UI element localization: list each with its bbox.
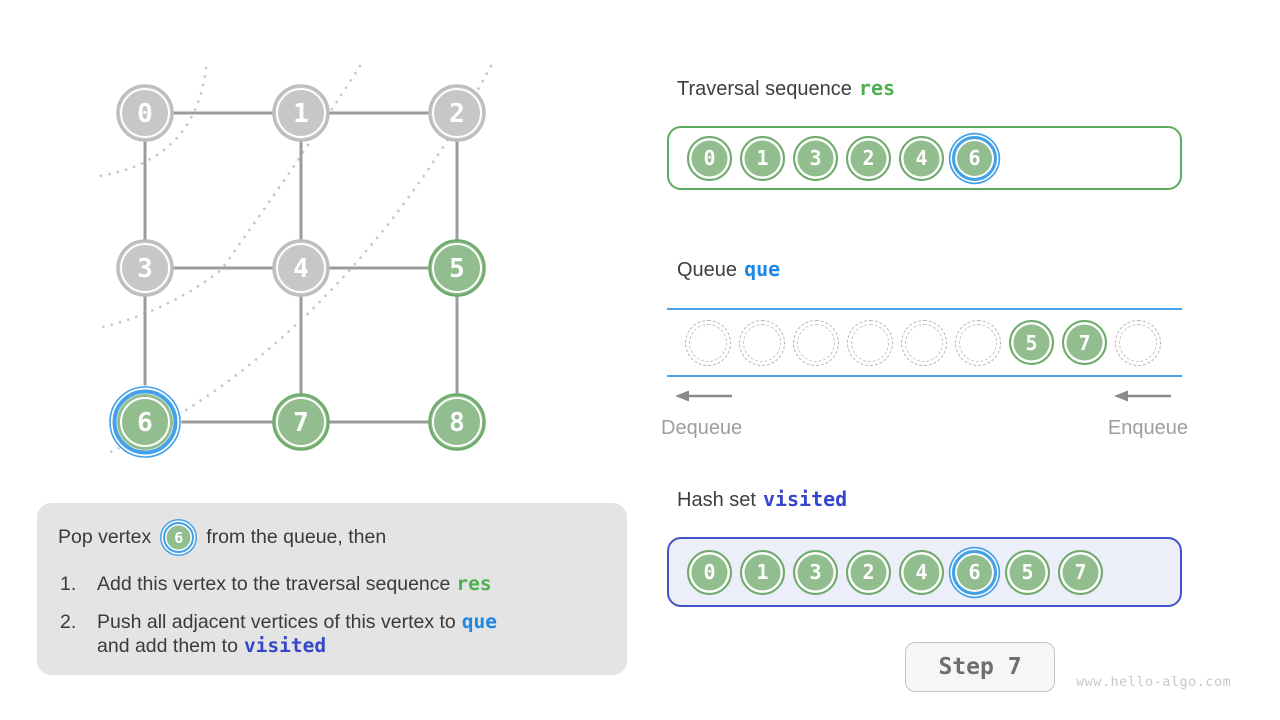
instruction-panel: Pop vertex 6 from the queue, then 1. Add… [37, 503, 627, 675]
vertex-label: 2 [449, 99, 465, 129]
pop-text-post: from the queue, then [206, 526, 387, 548]
list-number: 1. [60, 573, 77, 595]
vertex-label: 4 [293, 254, 309, 284]
traversal-sequence-title: Traversal sequence res [677, 76, 895, 101]
hashset-item: 0 [687, 549, 732, 595]
item2-text2: and add them to [97, 635, 238, 657]
queue-rail: 5 7 [667, 308, 1182, 377]
dequeue-label: Dequeue [661, 417, 743, 439]
visited-code-token: visited [762, 487, 848, 511]
hashset-item: 5 [1005, 549, 1050, 595]
traversal-item: 1 [740, 135, 785, 181]
queue-slot-inner-ring [959, 323, 997, 362]
graph-vertex-1: 1 [272, 84, 330, 142]
traversal-item-highlighted: 6 [952, 135, 997, 181]
hashset-item: 3 [793, 549, 838, 595]
graph-vertex-0: 0 [116, 84, 174, 142]
vertex-label: 8 [449, 408, 465, 438]
visited-code-token: visited [243, 634, 327, 657]
queue-slot-inner-ring [689, 323, 727, 362]
vertex-label: 3 [137, 254, 153, 284]
traversal-title-text: Traversal sequence [677, 78, 852, 100]
instruction-item-2: 2. Push all adjacent vertices of this ve… [60, 610, 627, 658]
bfs-level-arc-3 [102, 64, 493, 457]
hashset-item: 2 [846, 549, 891, 595]
hash-set-box: 0 1 3 2 4 6 5 7 [667, 537, 1182, 607]
queue-slot-inner-ring [1119, 323, 1157, 362]
queue-slot-inner-ring [851, 323, 889, 362]
traversal-item: 2 [846, 135, 891, 181]
hash-set-title: Hash set visited [677, 487, 847, 512]
list-number: 2. [60, 611, 77, 633]
graph-vertex-2: 2 [428, 84, 486, 142]
highlight-ring-icon [112, 389, 178, 455]
traversal-item: 3 [793, 135, 838, 181]
step-indicator-button[interactable]: Step 7 [905, 642, 1055, 692]
hashset-item-highlighted: 6 [952, 549, 997, 595]
queue-slot-inner-ring [797, 323, 835, 362]
graph-diagram: 0 1 2 3 4 5 [98, 64, 493, 459]
queue-item: 7 [1062, 320, 1107, 365]
vertex-label: 0 [137, 99, 153, 129]
enqueue-label: Enqueue [1107, 417, 1188, 439]
queue-title-text: Queue [677, 259, 738, 281]
queue-slot-empty [1115, 319, 1161, 366]
vertex-label: 6 [137, 408, 153, 438]
graph-vertex-8: 8 [428, 393, 486, 451]
instruction-item-2-text: Push all adjacent vertices of this verte… [97, 610, 497, 658]
queue-item: 5 [1009, 320, 1054, 365]
queue-slot-empty [793, 319, 839, 366]
graph-vertex-7: 7 [272, 393, 330, 451]
instruction-item-1: 1. Add this vertex to the traversal sequ… [60, 572, 627, 596]
queue-slot-inner-ring [905, 323, 943, 362]
enqueue-arrow-icon [1114, 390, 1171, 402]
queue-title: Queue que [677, 257, 780, 282]
graph-vertex-3: 3 [116, 239, 174, 297]
queue-slot-empty [685, 319, 731, 366]
hashset-item: 4 [899, 549, 944, 595]
instruction-line-pop: Pop vertex 6 from the queue, then [58, 522, 627, 553]
vertex-label: 1 [293, 99, 309, 129]
que-code-token: que [744, 257, 781, 281]
graph-vertex-5: 5 [428, 239, 486, 297]
res-code-token: res [456, 572, 492, 595]
graph-vertex-4: 4 [272, 239, 330, 297]
traversal-sequence-box: 0 1 3 2 4 6 [667, 126, 1182, 190]
item2-text: Push all adjacent vertices of this verte… [97, 611, 456, 633]
hashset-title-text: Hash set [677, 489, 756, 511]
queue-slot-empty [901, 319, 947, 366]
instruction-list: 1. Add this vertex to the traversal sequ… [60, 572, 627, 658]
graph-vertex-6-highlighted: 6 [108, 385, 182, 459]
vertex-label: 7 [293, 408, 309, 438]
pop-text-pre: Pop vertex [58, 526, 152, 548]
queue-slot-empty [739, 319, 785, 366]
traversal-item: 4 [899, 135, 944, 181]
dequeue-arrow-icon [675, 390, 732, 402]
queue-slot-empty [955, 319, 1001, 366]
popped-vertex-badge: 6 [163, 522, 195, 553]
watermark-url: www.hello-algo.com [1076, 674, 1232, 690]
queue-slot-inner-ring [743, 323, 781, 362]
res-code-token: res [858, 76, 896, 100]
queue-slot-empty [847, 319, 893, 366]
que-code-token: que [461, 610, 497, 633]
hashset-item: 1 [740, 549, 785, 595]
item1-text: Add this vertex to the traversal sequenc… [97, 573, 451, 595]
traversal-item: 0 [687, 135, 732, 181]
hashset-item: 7 [1058, 549, 1103, 595]
vertex-label: 5 [449, 254, 465, 284]
instruction-item-1-text: Add this vertex to the traversal sequenc… [97, 572, 492, 596]
